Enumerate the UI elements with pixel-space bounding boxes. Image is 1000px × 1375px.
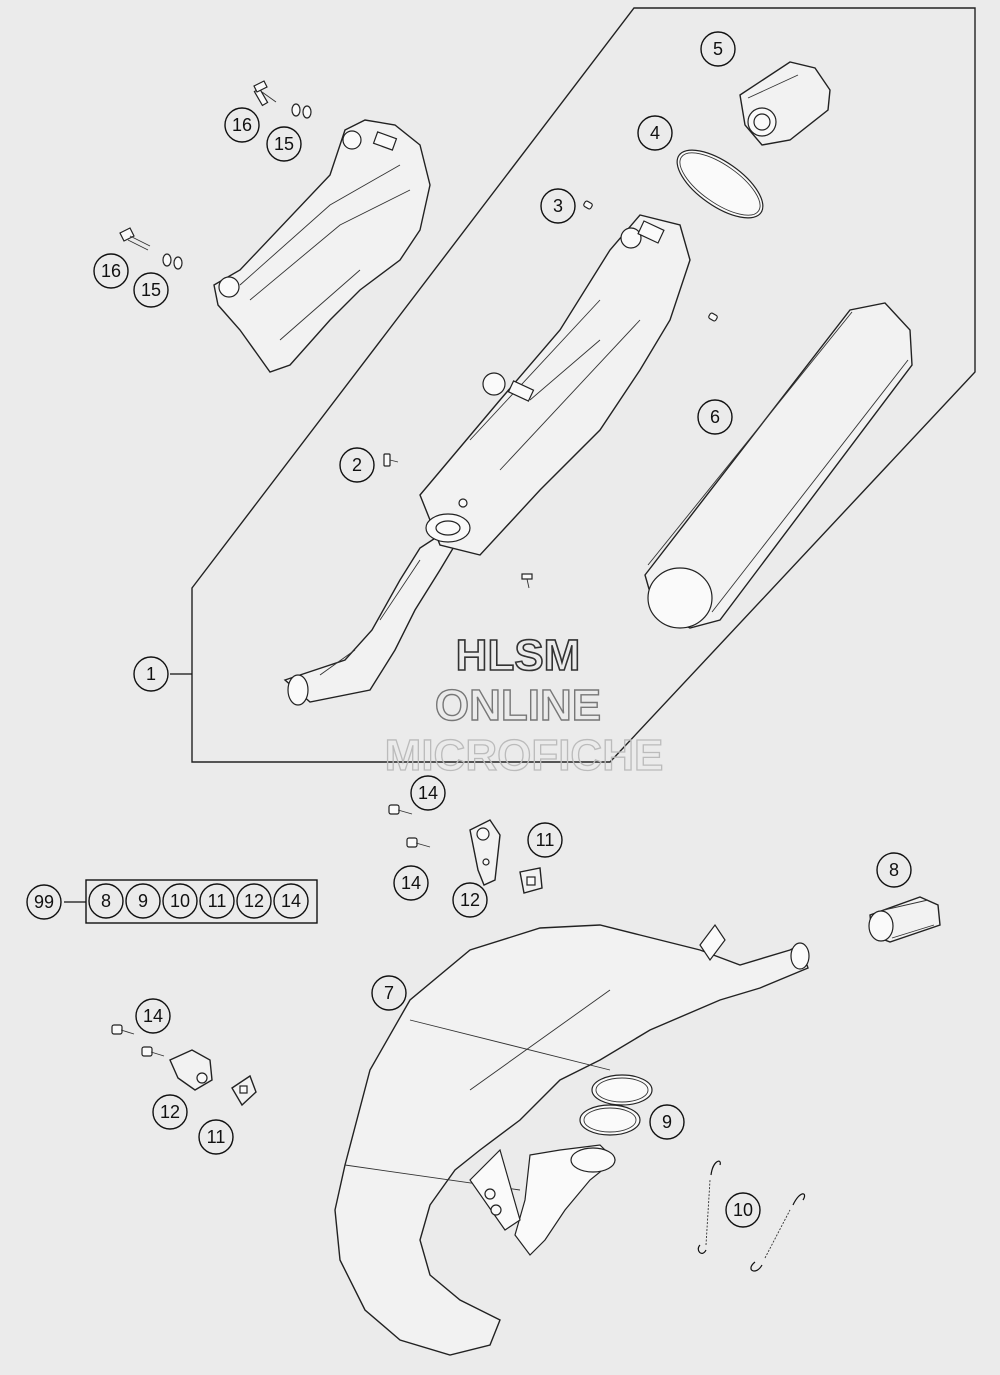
callout-11-upper[interactable]: 11 [527,822,563,858]
silencer-assembly-drawing [283,214,691,706]
svg-text:14: 14 [143,1006,163,1026]
svg-text:14: 14 [401,873,421,893]
callout-12-lower[interactable]: 12 [152,1094,188,1130]
header-pipe-7-drawing [334,923,810,1356]
svg-text:14: 14 [418,783,438,803]
svg-text:10: 10 [733,1200,753,1220]
silencer-rivet-right [708,312,718,322]
svg-text:16: 16 [101,261,121,281]
kit-item-11[interactable]: 11 [199,883,235,919]
guard-washer-upper-b [302,105,312,119]
bolt-14-upper-b [406,837,431,848]
watermark: HLSM ONLINE MICROFICHE [384,630,664,780]
kit-item-14[interactable]: 14 [273,883,309,919]
svg-text:12: 12 [160,1102,180,1122]
svg-text:12: 12 [460,890,480,910]
silencer-tube-6-drawing [644,302,913,629]
kit-99-box [85,879,318,924]
clip-nut-11-upper-drawing [519,867,543,894]
bracket-12-upper-drawing [469,819,501,886]
callout-14-lower[interactable]: 14 [135,998,171,1034]
spring-10a [697,1160,721,1254]
svg-text:7: 7 [384,983,394,1003]
silencer-screw-lower [521,573,533,589]
callout-10[interactable]: 10 [725,1192,761,1228]
svg-text:14: 14 [281,891,301,911]
svg-text:2: 2 [352,455,362,475]
callout-1[interactable]: 1 [133,656,169,692]
callout-8[interactable]: 8 [876,852,912,888]
svg-text:8: 8 [889,860,899,880]
svg-text:11: 11 [208,891,227,911]
silencer-screw-2 [383,453,399,467]
assembly-1-boundary [191,7,976,763]
bolt-14-upper-a [388,804,413,815]
svg-text:6: 6 [710,407,720,427]
clip-nut-11-lower-drawing [231,1074,257,1107]
watermark-line3: MICROFICHE [385,731,664,780]
svg-text:16: 16 [232,115,252,135]
callout-3[interactable]: 3 [540,188,576,224]
svg-text:12: 12 [244,891,264,911]
bolt-14-lower-b [141,1046,165,1057]
bolt-14-lower-a [111,1024,135,1035]
o-ring-4 [676,149,764,219]
svg-text:15: 15 [141,280,161,300]
svg-text:1: 1 [146,664,156,684]
seal-ring-9b [579,1104,641,1136]
kit-item-9[interactable]: 9 [125,883,161,919]
svg-text:11: 11 [207,1127,226,1147]
svg-text:5: 5 [713,39,723,59]
end-cap-5-drawing [739,61,831,146]
kit-item-10[interactable]: 10 [162,883,198,919]
svg-text:4: 4 [650,123,660,143]
svg-text:99: 99 [34,892,54,912]
callout-6[interactable]: 6 [697,399,733,435]
silencer-guard-drawing [213,119,431,373]
callout-15-upper[interactable]: 15 [266,126,302,162]
callout-14-middle[interactable]: 14 [393,865,429,901]
callout-2[interactable]: 2 [339,447,375,483]
guard-bolt-upper [253,80,277,107]
guard-washer-upper-a [291,103,301,117]
silencer-rivet-3 [583,200,593,210]
rubber-sleeve-8-drawing [868,896,941,943]
callout-9[interactable]: 9 [649,1104,685,1140]
svg-text:11: 11 [536,830,555,850]
svg-text:3: 3 [553,196,563,216]
svg-text:15: 15 [274,134,294,154]
callout-16-lower[interactable]: 16 [93,253,129,289]
svg-text:9: 9 [138,891,148,911]
svg-text:10: 10 [170,891,190,911]
callout-5[interactable]: 5 [700,31,736,67]
guard-washer-lower-b [173,256,183,270]
callout-12-upper[interactable]: 12 [452,882,488,918]
bracket-12-lower-drawing [169,1049,213,1091]
callout-15-lower[interactable]: 15 [133,272,169,308]
callout-16-upper[interactable]: 16 [224,107,260,143]
callout-4[interactable]: 4 [637,115,673,151]
kit-item-12[interactable]: 12 [236,883,272,919]
callout-7[interactable]: 7 [371,975,407,1011]
kit-item-8[interactable]: 8 [88,883,124,919]
callout-14-top[interactable]: 14 [410,775,446,811]
callout-11-lower[interactable]: 11 [198,1119,234,1155]
svg-text:8: 8 [101,891,111,911]
callout-99[interactable]: 99 [26,884,62,920]
spring-10b [750,1193,806,1272]
watermark-line2: ONLINE [435,681,601,730]
watermark-line1: HLSM [456,631,581,680]
seal-ring-9a [591,1074,653,1106]
svg-text:9: 9 [662,1112,672,1132]
guard-washer-lower-a [162,253,172,267]
guard-bolt-lower [119,227,151,251]
